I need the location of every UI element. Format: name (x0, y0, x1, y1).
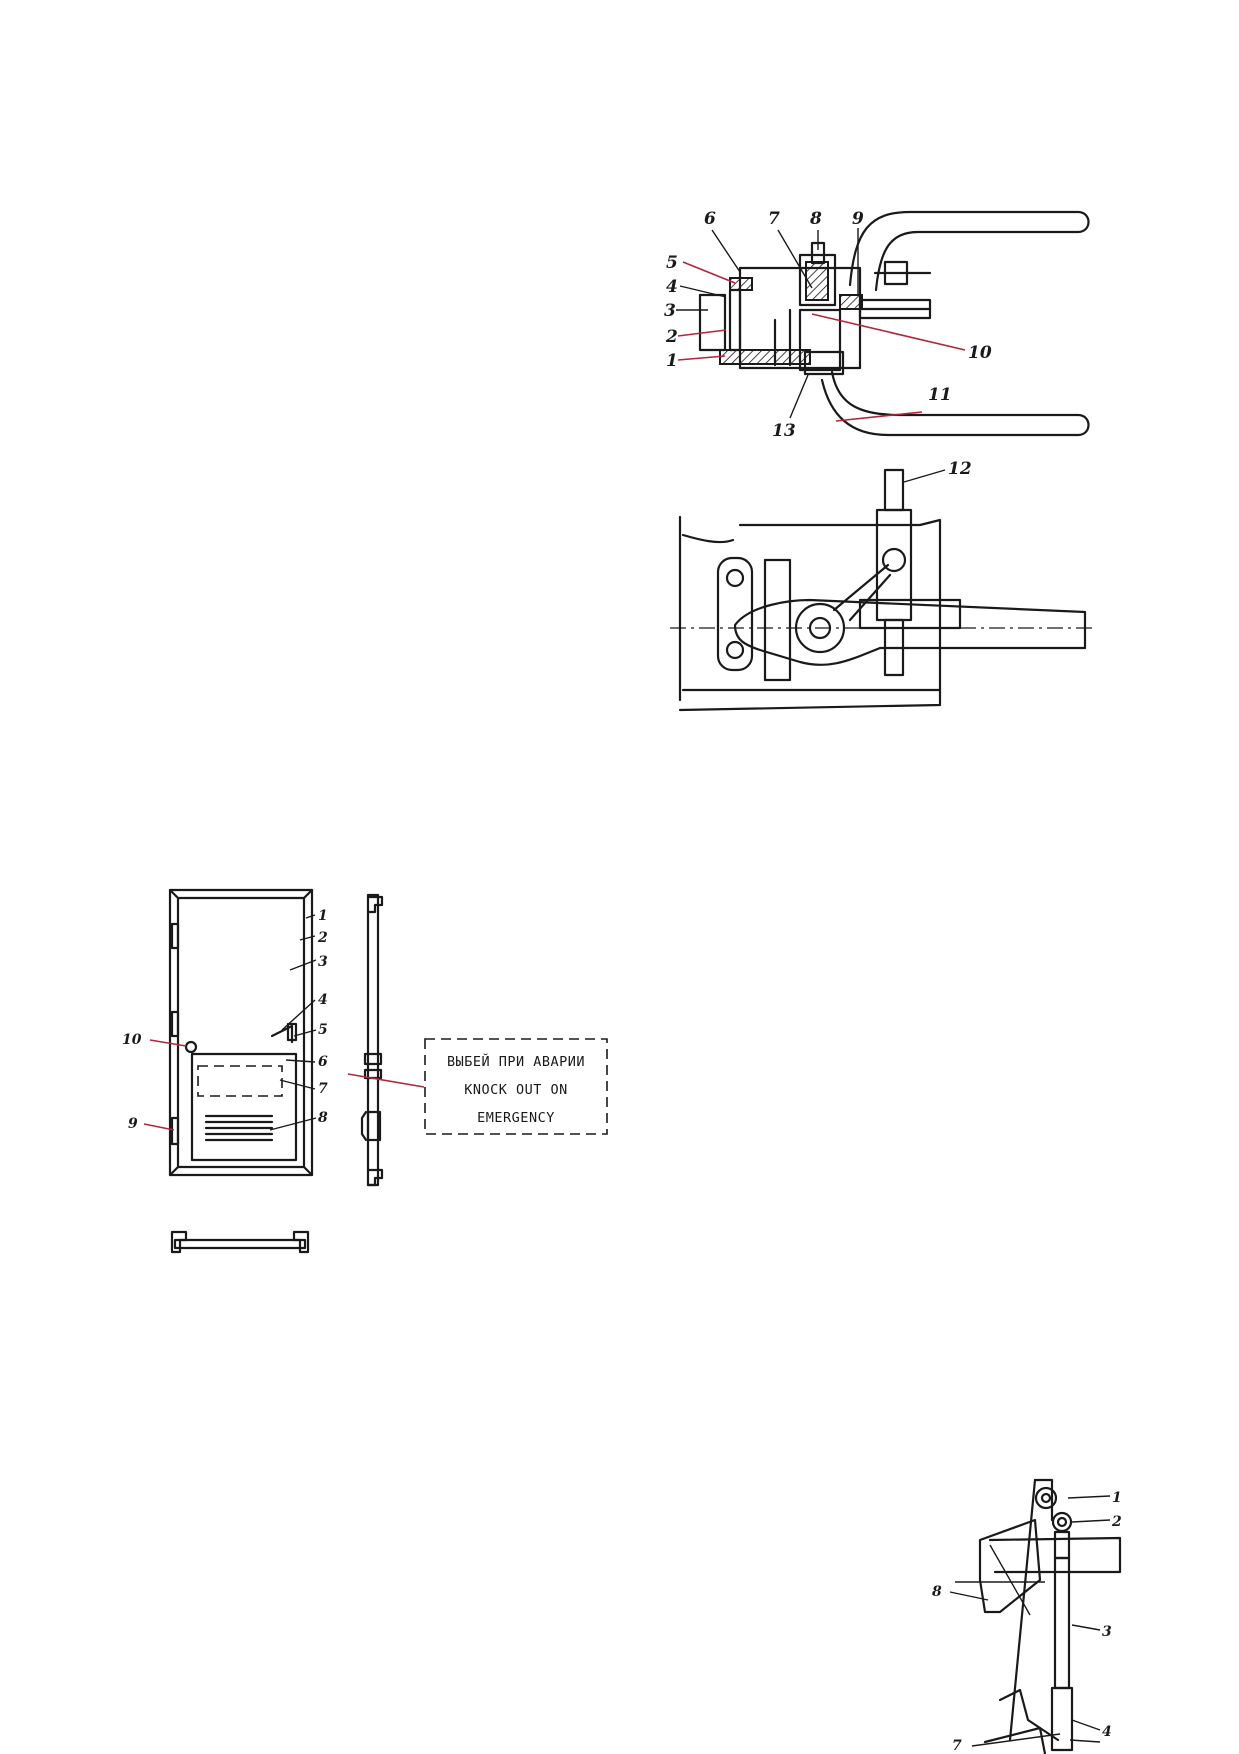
emergency-window-side-section (347, 893, 425, 1187)
callout-handle-3: 3 (664, 301, 676, 321)
callout-handle-10: 10 (968, 343, 992, 363)
callout-handle-8: 8 (809, 209, 822, 229)
callout-window-6: 6 (318, 1054, 328, 1070)
callout-linkage-2: 2 (1111, 1514, 1122, 1530)
callout-window-4: 4 (318, 992, 328, 1008)
callout-window-9: 9 (128, 1116, 138, 1132)
handle-front-view (670, 468, 1095, 712)
emergency-window-bottom-section (170, 1230, 310, 1254)
callout-handle-9: 9 (852, 209, 864, 229)
callout-linkage-4: 4 (1102, 1724, 1112, 1740)
linkage-mechanism (949, 1478, 1122, 1754)
callout-window-7: 7 (318, 1081, 328, 1097)
callout-window-5: 5 (318, 1022, 328, 1038)
callout-handle-4: 4 (666, 277, 678, 297)
callout-handle-13: 13 (772, 421, 796, 441)
callout-window-10: 10 (122, 1032, 142, 1048)
callout-handle-2: 2 (665, 327, 678, 347)
callout-linkage-7: 7 (952, 1738, 962, 1754)
callout-window-2: 2 (317, 930, 328, 946)
callout-window-3: 3 (318, 954, 328, 970)
callout-window-8: 8 (318, 1110, 328, 1126)
callout-handle-6: 6 (704, 209, 716, 229)
callout-window-1: 1 (318, 908, 328, 924)
callout-handle-11: 11 (928, 385, 952, 405)
callout-handle-7: 7 (768, 209, 780, 229)
callout-handle-12: 12 (948, 459, 972, 479)
callout-linkage-8-top: 8 (932, 1584, 942, 1600)
handle-section-view (676, 210, 1090, 437)
callout-handle-1: 1 (666, 351, 678, 371)
callout-linkage-3: 3 (1102, 1624, 1112, 1640)
emergency-sign (424, 1038, 608, 1135)
sign-line-knock-out: KNOCK OUT ON (464, 1082, 568, 1098)
sign-line-emergency: EMERGENCY (477, 1110, 555, 1126)
callout-handle-5: 5 (666, 253, 678, 273)
emergency-window-front (143, 888, 317, 1177)
callout-linkage-1: 1 (1112, 1490, 1122, 1506)
sign-line-russian: ВЫБЕЙ ПРИ АВАРИИ (447, 1052, 585, 1070)
